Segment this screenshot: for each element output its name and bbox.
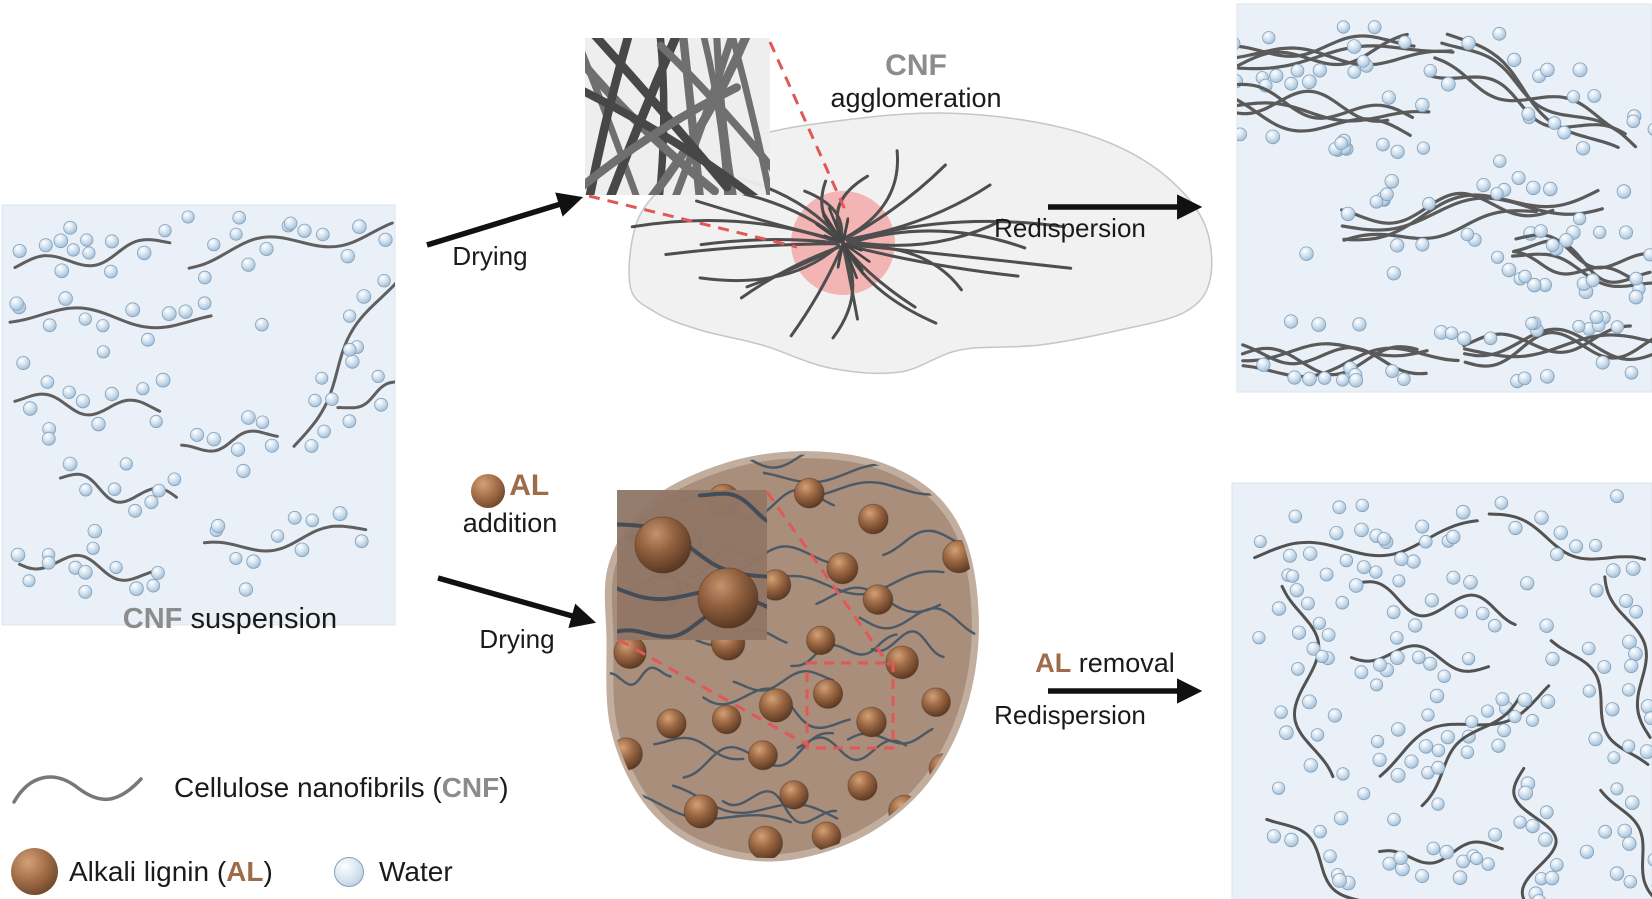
legend-item-al: Alkali lignin (AL) [11,848,273,895]
cnf-agglomeration-inset [585,38,848,249]
cnf-agglomeration-label: CNF agglomeration [791,48,1041,115]
al-sphere-icon [470,473,505,508]
redispersed-cnf-panel [1231,482,1652,899]
al-addition-label: AL addition [415,468,605,540]
water-sphere-legend-icon [334,857,364,887]
process-arrows [426,192,1203,704]
al-cnf-inset [617,490,895,750]
drying-arrow-top [426,192,584,248]
legend-cnf-label: Cellulose nanofibrils (CNF) [174,772,509,803]
al-addition-line1: AL [509,469,550,502]
drying-arrow-bottom [437,575,597,629]
redispersion-label-top: Redispersion [994,213,1146,243]
cnf-agglomeration-line1: CNF [885,49,947,82]
cnf-agglomeration-line2: agglomeration [830,83,1002,114]
cnf-suspension-panel [1,204,396,626]
al-removal-label: AL removal [1035,648,1175,678]
legend-item-water: Water [334,856,453,888]
al-sphere-legend-icon [11,848,58,895]
cnf-agglomeration-blob [628,112,1213,375]
drying-label-bottom: Drying [479,624,555,654]
redispersed-cnf-agglomerates-panel [1236,3,1652,393]
legend-item-cnf: Cellulose nanofibrils (CNF) [10,764,509,812]
cnf-fibril-icon [12,775,143,804]
drying-label-top: Drying [452,241,528,271]
legend-water-label: Water [379,856,453,887]
al-addition-line2: addition [462,507,558,538]
legend-al-label: Alkali lignin (AL) [69,855,273,887]
cnf-suspension-label: CNF suspension [122,603,338,635]
redispersion-label-bottom: Redispersion [994,700,1146,730]
